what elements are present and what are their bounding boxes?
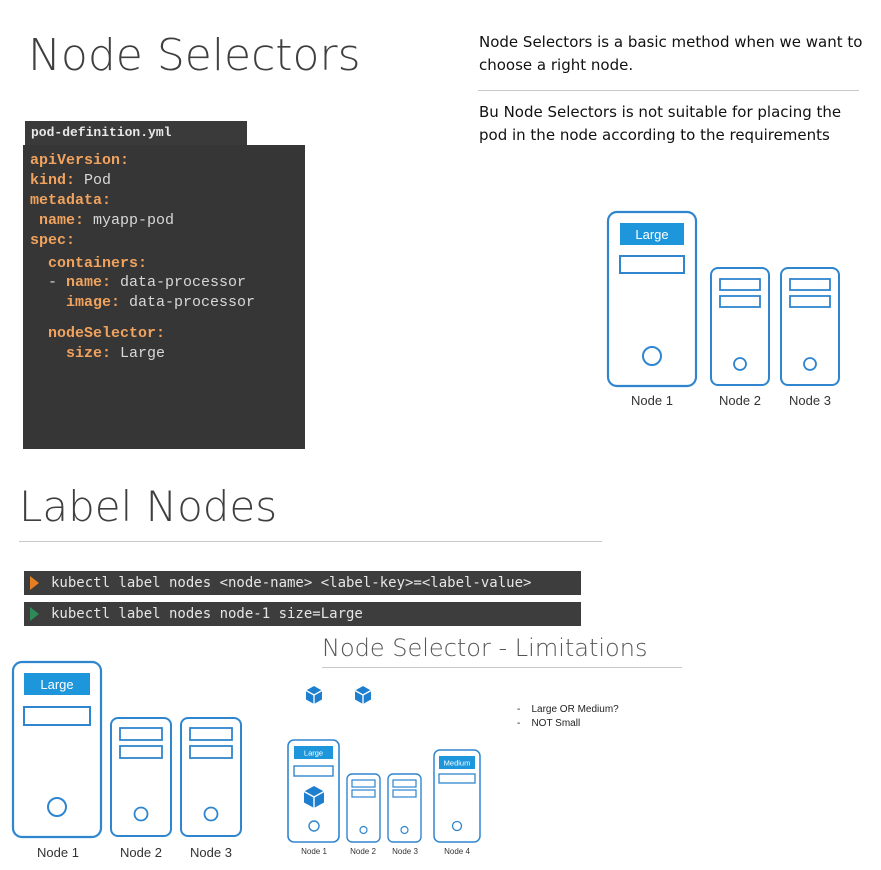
node-label-3: Node 3 <box>789 393 831 408</box>
command-text: kubectl label nodes node-1 size=Large <box>51 606 363 622</box>
code-value: myapp-pod <box>84 212 175 229</box>
title-divider <box>19 541 602 542</box>
title-divider <box>322 667 682 668</box>
code-value: data-processor <box>111 274 247 291</box>
prompt-arrow-icon <box>30 576 39 590</box>
node-tag <box>620 223 684 245</box>
server-icon: Large <box>287 739 340 843</box>
pod-cube-icon <box>303 786 325 808</box>
page-title-label-nodes: Label Nodes <box>19 482 278 531</box>
yaml-code-block: apiVersion: kind: Pod metadata: name: my… <box>23 145 305 449</box>
node-label-2: Node 2 <box>350 847 376 856</box>
server-icon <box>710 267 770 386</box>
node-label-1: Node 1 <box>301 847 327 856</box>
command-text: kubectl label nodes <node-name> <label-k… <box>51 575 532 591</box>
node-tag-label: Large <box>635 227 668 242</box>
nodes-diagram-1: Large <box>606 210 840 388</box>
code-key: image: <box>30 294 121 311</box>
code-value: Large <box>111 345 166 362</box>
code-key: size: <box>30 345 112 362</box>
server-icon: Medium <box>433 749 481 843</box>
node-label-1: Node 1 <box>37 845 79 860</box>
note-basic-method: Node Selectors is a basic method when we… <box>479 33 863 74</box>
node-tag <box>24 673 90 695</box>
server-icon <box>780 267 840 386</box>
code-filename-tab: pod-definition.yml <box>25 121 247 145</box>
nodes-diagram-2: Large <box>11 660 242 839</box>
code-key: nodeSelector: <box>30 325 166 342</box>
node-label-2: Node 2 <box>120 845 162 860</box>
code-value: data-processor <box>120 294 256 311</box>
bullet-list: - Large OR Medium? - NOT Small <box>517 703 619 731</box>
node-label-4: Node 4 <box>444 847 470 856</box>
node-label-3: Node 3 <box>392 847 418 856</box>
prompt-arrow-icon <box>30 607 39 621</box>
code-key: spec: <box>30 232 76 249</box>
pod-cube-icon <box>354 686 372 704</box>
bullet-item: - NOT Small <box>517 718 581 729</box>
command-line-example: kubectl label nodes node-1 size=Large <box>24 602 581 626</box>
node-label-2: Node 2 <box>719 393 761 408</box>
page-title-limitations: Node Selector - Limitations <box>322 634 648 662</box>
server-icon <box>346 773 381 843</box>
node-tag-label: Medium <box>444 759 471 768</box>
server-icon <box>387 773 422 843</box>
pod-cube-icon <box>305 686 323 704</box>
title-divider <box>478 90 859 91</box>
bullet-text: NOT Small <box>531 718 581 729</box>
page-title-node-selectors: Node Selectors <box>28 30 361 81</box>
code-key: apiVersion: <box>30 152 130 169</box>
code-value: Pod <box>75 172 112 189</box>
node-label-3: Node 3 <box>190 845 232 860</box>
command-line-generic: kubectl label nodes <node-name> <label-k… <box>24 571 581 595</box>
node-label-1: Node 1 <box>631 393 673 408</box>
code-key: metadata: <box>30 192 112 209</box>
node-tag-label: Large <box>40 677 73 692</box>
code-key: name: <box>66 274 112 291</box>
server-icon: Large <box>606 210 698 388</box>
code-key: containers: <box>30 255 148 272</box>
note-not-suitable: Bu Node Selectors is not suitable for pl… <box>479 103 842 144</box>
server-icon <box>110 717 172 837</box>
node-tag-label: Large <box>304 749 323 758</box>
code-key: name: <box>30 212 85 229</box>
bullet-item: - Large OR Medium? <box>517 704 619 715</box>
limitations-diagram: Large Medium <box>287 686 481 843</box>
bullet-text: Large OR Medium? <box>531 704 619 715</box>
code-key: kind: <box>30 172 76 189</box>
server-icon <box>180 717 242 837</box>
server-icon: Large <box>11 660 103 839</box>
code-value: - <box>30 274 67 291</box>
